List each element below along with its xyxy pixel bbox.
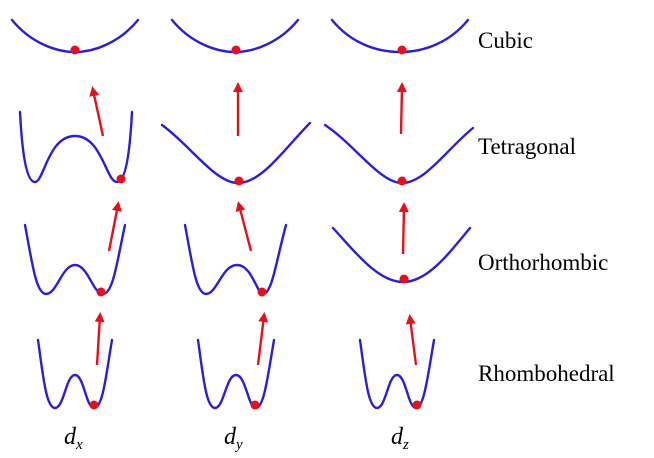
curve-tetragonal-dz <box>323 123 475 185</box>
column-label-dz-sub: z <box>402 437 409 453</box>
phase-label-orthorhombic: Orthorhombic <box>478 250 608 275</box>
dot-tetragonal-dz <box>397 176 407 186</box>
column-label-dy-sub: y <box>234 437 243 453</box>
curve-tetragonal-dy <box>160 121 312 185</box>
dot-tetragonal-dy <box>234 176 244 186</box>
phase-label-cubic: Cubic <box>478 28 533 53</box>
dot-rhombohedral-dz <box>412 400 422 410</box>
column-label-dz-base: d <box>391 424 404 450</box>
column-label-dx-sub: x <box>75 437 83 453</box>
curve-rhombohedral-dy <box>196 338 276 410</box>
phase-label-rhombohedral: Rhombohedral <box>478 361 615 386</box>
phase-label-tetragonal: Tetragonal <box>478 134 576 159</box>
dot-orthorhombic-dz <box>399 274 409 284</box>
column-label-dx: dx <box>64 424 83 453</box>
state-dots <box>70 45 422 410</box>
arrow-rhombohedral-to-orthorhombic-dx <box>94 312 105 366</box>
curve-orthorhombic-dz <box>331 226 472 284</box>
curve-tetragonal-dx <box>18 110 134 184</box>
curve-orthorhombic-dx <box>23 223 127 296</box>
dot-tetragonal-dx <box>116 174 126 184</box>
arrow-orthorhombic-to-tetragonal-dz <box>398 202 409 255</box>
dot-rhombohedral-dy <box>250 400 260 410</box>
dot-cubic-dx <box>70 45 80 55</box>
column-label-dx-base: d <box>64 424 77 450</box>
arrow-orthorhombic-to-tetragonal-dy <box>235 201 253 252</box>
row-rhombohedral <box>36 338 436 410</box>
dot-orthorhombic-dy <box>257 287 267 297</box>
row-tetragonal <box>18 110 475 185</box>
curve-orthorhombic-dy <box>183 223 288 296</box>
column-label-dy: dy <box>224 424 243 453</box>
curve-rhombohedral-dz <box>358 338 436 410</box>
arrow-rhombohedral-to-orthorhombic-dy <box>256 312 269 366</box>
dot-cubic-dy <box>231 45 241 55</box>
arrow-rhombohedral-to-orthorhombic-dz <box>405 314 418 366</box>
curve-rhombohedral-dx <box>36 338 114 410</box>
column-label-dy-base: d <box>224 424 237 450</box>
dot-rhombohedral-dx <box>89 400 99 410</box>
arrow-tetragonal-to-cubic-dz <box>396 82 407 135</box>
dot-cubic-dz <box>397 45 407 55</box>
transition-arrows <box>89 82 418 366</box>
arrow-tetragonal-to-cubic-dx <box>89 86 105 137</box>
arrow-orthorhombic-to-tetragonal-dx <box>107 201 122 252</box>
dot-orthorhombic-dx <box>96 287 106 297</box>
column-label-dz: dz <box>391 424 409 453</box>
